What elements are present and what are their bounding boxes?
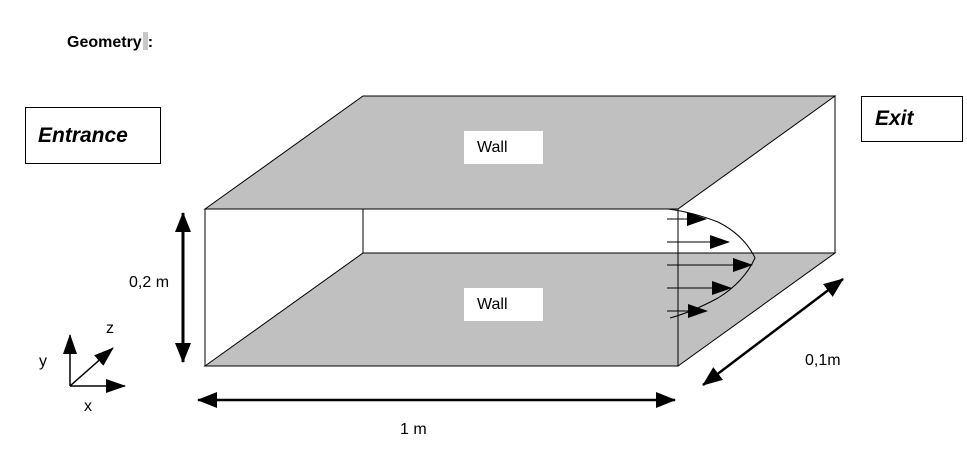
z-axis-arrow: [69, 347, 114, 387]
axis-triad: [63, 334, 126, 393]
z-axis-label: z: [106, 320, 114, 337]
height-dimension-label: 0,2 m: [129, 274, 170, 291]
text-cursor: [142, 32, 148, 50]
exit-label: Exit: [861, 96, 963, 142]
wall-top-label: Wall: [464, 131, 543, 164]
x-axis-label: x: [84, 398, 92, 415]
wall-bottom-label: Wall: [464, 288, 543, 321]
y-axis-label: y: [39, 353, 47, 370]
depth-dimension-arrow: [702, 278, 844, 386]
length-dimension-label: 1 m: [400, 421, 427, 438]
depth-dimension-label: 0,1m: [805, 352, 841, 369]
entrance-label: Entrance: [25, 107, 161, 164]
page-title: Geometry:: [67, 32, 154, 51]
